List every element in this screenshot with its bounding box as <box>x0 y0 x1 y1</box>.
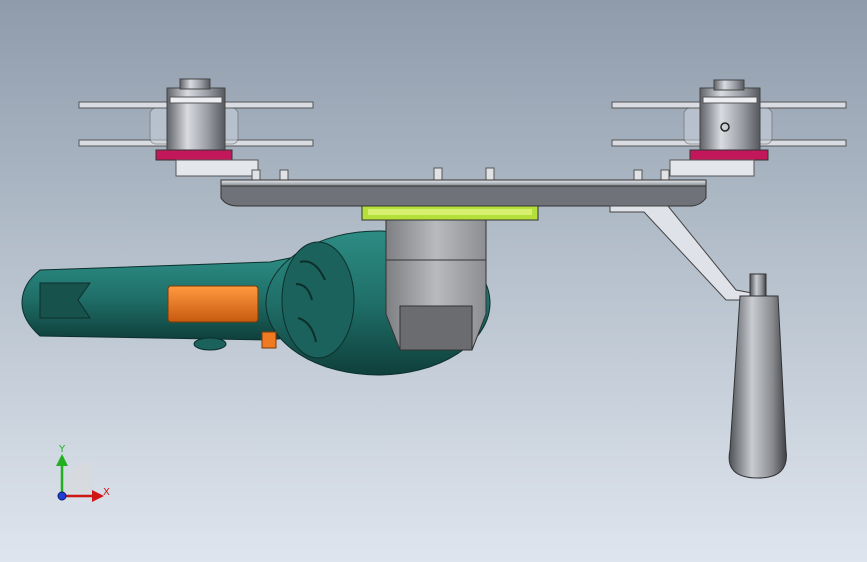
axis-y-label: Y <box>59 444 66 455</box>
handle-knob[interactable] <box>728 273 787 479</box>
z-axis-dot-icon <box>57 491 67 501</box>
y-axis-arrow-icon <box>56 454 68 492</box>
motor-left[interactable] <box>149 78 259 177</box>
base-plate[interactable] <box>220 167 707 207</box>
axis-triad <box>56 454 104 502</box>
drill-trigger[interactable] <box>167 285 277 349</box>
mount-plate[interactable] <box>361 205 539 221</box>
x-axis-arrow-icon <box>62 490 104 502</box>
motor-block[interactable] <box>385 219 487 351</box>
support-arm[interactable] <box>609 205 769 301</box>
motor-right[interactable] <box>669 79 773 177</box>
axis-x-label: X <box>103 487 110 498</box>
